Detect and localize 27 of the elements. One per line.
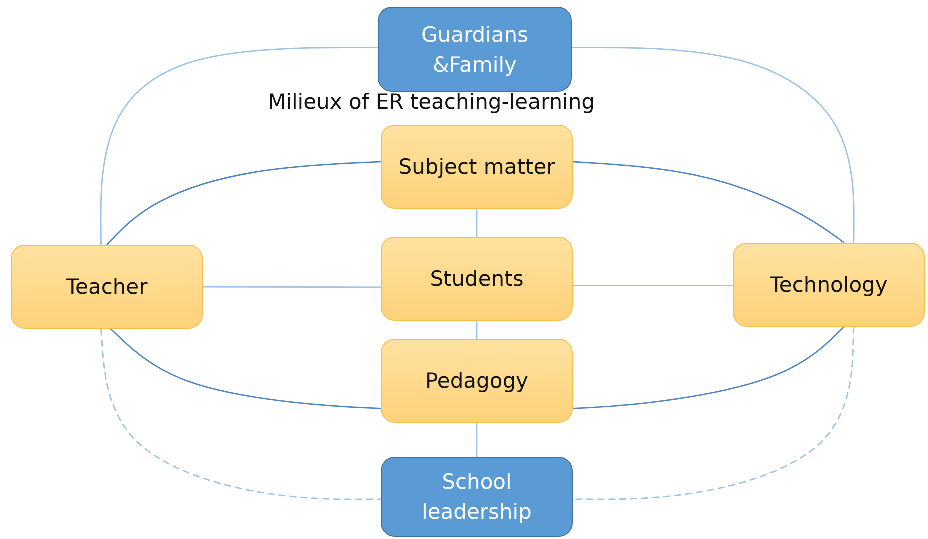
rounded-box [381, 457, 573, 537]
connector-line [572, 161, 846, 244]
rounded-box [733, 243, 925, 327]
node-label: Guardians &Family [420, 22, 530, 78]
connector-line [572, 326, 846, 410]
connector-line [476, 209, 478, 237]
node-label: School leadership [421, 469, 533, 526]
connector-line [571, 47, 855, 244]
rounded-box [11, 245, 203, 329]
node-label: Students [430, 266, 524, 293]
connector-line [110, 328, 382, 410]
connector-line [203, 286, 381, 288]
node-label: Technology [770, 272, 888, 299]
rounded-box [378, 7, 572, 92]
connector-line [476, 423, 478, 457]
connector-line [573, 285, 733, 287]
rounded-box [381, 125, 573, 209]
node-label: Pedagogy [426, 368, 528, 395]
connector-line [100, 47, 379, 246]
diagram-heading: Milieux of ER teaching-learning [268, 90, 596, 114]
connector-line [476, 321, 478, 339]
connector-line [106, 161, 382, 246]
node-label: Subject matter [398, 154, 556, 181]
rounded-box [381, 237, 573, 321]
node-label: Teacher [66, 274, 148, 301]
rounded-box [381, 339, 573, 423]
dashed-connector [100, 328, 382, 500]
